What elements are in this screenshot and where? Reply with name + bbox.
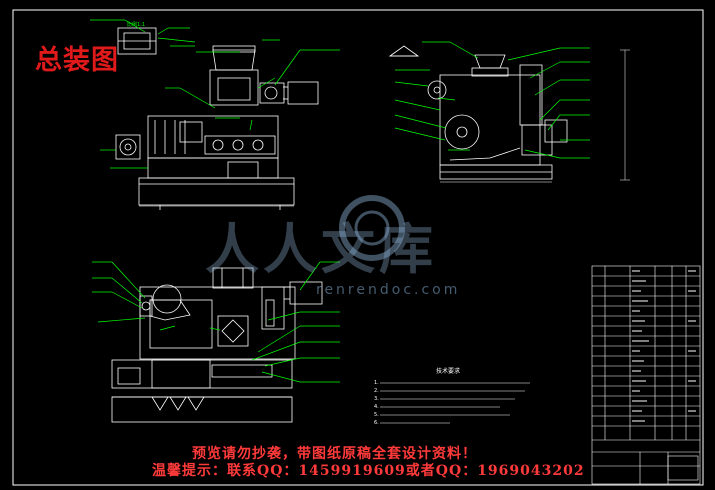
leader-lines bbox=[90, 19, 590, 383]
watermark-emblem bbox=[339, 195, 405, 261]
detail-scale-label: 比例1:1 bbox=[127, 22, 146, 28]
title-block bbox=[591, 265, 701, 485]
technical-note: 4. bbox=[374, 404, 379, 410]
warning-line-1: 预览请勿抄袭，带图纸原稿全套设计资料！ bbox=[192, 446, 477, 462]
top-view bbox=[111, 267, 323, 423]
side-view bbox=[388, 45, 630, 183]
technical-note: 6. bbox=[374, 420, 379, 426]
watermark-sub-text: renrendoc.com bbox=[316, 282, 461, 298]
notes-strokes bbox=[380, 382, 530, 424]
technical-note: 5. bbox=[374, 412, 379, 418]
technical-note: 2. bbox=[374, 388, 379, 394]
technical-notes-title: 技术要求 bbox=[436, 368, 461, 375]
watermark-main-text: 人人文库 bbox=[205, 218, 437, 281]
technical-note: 1. bbox=[374, 380, 379, 386]
warning-line-2: 温馨提示：联系QQ：1459919609或者QQ：1969043202 bbox=[152, 463, 585, 479]
drawing-title: 总装图 bbox=[35, 45, 119, 76]
technical-note: 3. bbox=[374, 396, 379, 402]
drawing-frame bbox=[12, 9, 704, 486]
bom-text-marks bbox=[632, 270, 696, 422]
front-view bbox=[115, 27, 319, 210]
